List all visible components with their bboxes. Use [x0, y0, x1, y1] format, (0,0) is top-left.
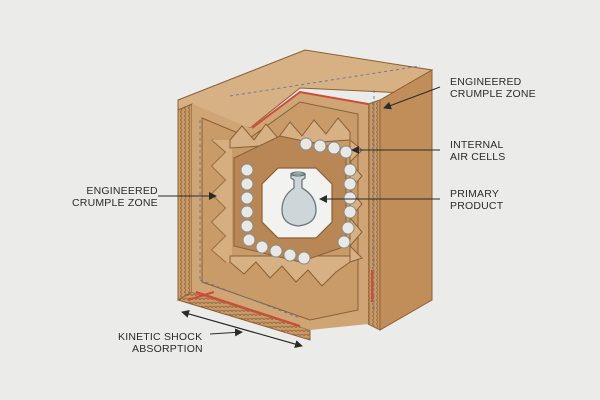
air-cells-left [240, 163, 256, 247]
air-cells-bottom [255, 240, 311, 265]
air-cells-right [337, 163, 357, 249]
leader-lines [158, 86, 441, 348]
label-primary-product: PRIMARY PRODUCT [450, 188, 504, 212]
label-crumple-zone-top: ENGINEERED CRUMPLE ZONE [450, 76, 536, 100]
vase-icon [281, 171, 317, 227]
dashed-guides [199, 65, 421, 319]
label-crumple-zone-left: ENGINEERED CRUMPLE ZONE [72, 185, 158, 209]
box-right-face [379, 69, 433, 331]
box-left-wall [177, 103, 193, 301]
red-accent-edges [187, 90, 373, 327]
label-kinetic-shock: KINETIC SHOCK ABSORPTION [118, 331, 203, 355]
label-internal-air-cells: INTERNAL AIR CELLS [450, 139, 506, 163]
